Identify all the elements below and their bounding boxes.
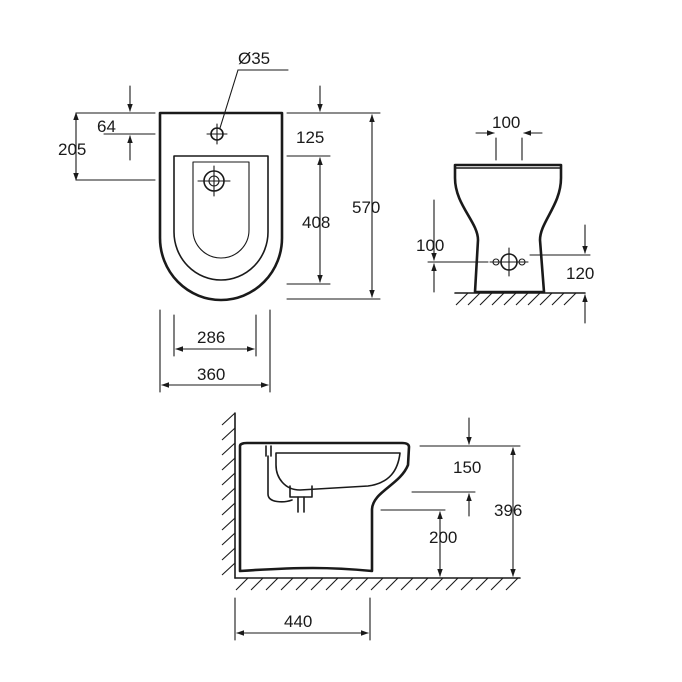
- dim-120: 120: [566, 264, 594, 283]
- top-view-inner-basin: [192, 161, 250, 259]
- top-view-basin: [173, 155, 269, 281]
- dim-100-top: 100: [492, 113, 520, 132]
- side-floor-hatch: [235, 577, 519, 591]
- dim-440: 440: [284, 612, 312, 631]
- dim-150: 150: [453, 458, 481, 477]
- front-view-outline: [453, 163, 563, 294]
- front-floor-hatch: [455, 292, 577, 306]
- top-view: Ø35 64 205 125 408 570 286 360: [58, 49, 381, 393]
- dim-200: 200: [429, 528, 457, 547]
- dim-hole-diameter: Ø35: [238, 49, 270, 68]
- side-view-bowl: [275, 452, 401, 491]
- dim-360: 360: [197, 365, 225, 384]
- side-view: 150 396 200 440: [221, 412, 522, 641]
- dim-396: 396: [494, 501, 522, 520]
- dim-100-left: 100: [416, 236, 444, 255]
- dim-408: 408: [302, 213, 330, 232]
- wall-hatch: [221, 412, 236, 576]
- side-view-outline: [238, 441, 411, 573]
- dim-286: 286: [197, 328, 225, 347]
- dim-570: 570: [352, 198, 380, 217]
- top-view-outline: [158, 111, 284, 302]
- dim-125: 125: [296, 128, 324, 147]
- dim-205: 205: [58, 140, 86, 159]
- front-view: 100 100 120: [416, 113, 594, 324]
- dim-64: 64: [97, 117, 116, 136]
